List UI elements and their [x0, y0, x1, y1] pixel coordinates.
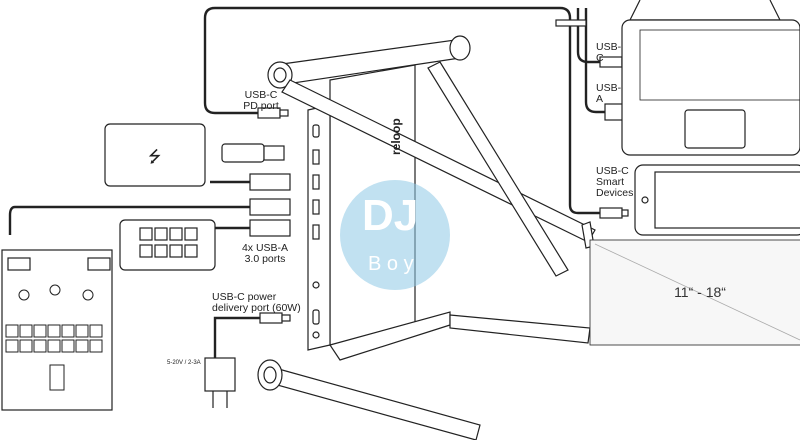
connectors [221, 56, 636, 324]
label-charger-rating: 5-20V / 2-3A [167, 360, 201, 366]
label-screen-size: 11“ - 18“ [674, 284, 726, 300]
dj-mixer [1, 249, 113, 411]
label-laptop-usb-a: USB-A [596, 82, 622, 105]
power-bank: ⭍ [104, 123, 206, 187]
svg-text:B o y: B o y [368, 253, 414, 275]
label-laptop-usb-c: USB-C [596, 41, 622, 64]
usb-charger [204, 357, 236, 408]
svg-text:DJ: DJ [362, 191, 418, 240]
label-usb-c-power-delivery: USB-C power delivery port (60W) [212, 291, 301, 314]
reloop-logo: reloop [389, 118, 403, 155]
label-usb-a-ports: 4x USB-A 3.0 ports [241, 242, 289, 265]
label-usb-c-pd-port: USB-C PD port [243, 89, 279, 112]
screen-size-outline [589, 239, 800, 346]
watermark-logo: DJ B o y [340, 180, 450, 290]
tablet [634, 164, 800, 236]
svg-text:⭍: ⭍ [148, 148, 161, 166]
laptop [621, 0, 800, 156]
label-smart-devices: USB-C Smart Devices [596, 165, 634, 199]
cable-bundle-clip [555, 19, 587, 27]
pad-controller [119, 219, 216, 271]
cables [8, 6, 605, 385]
